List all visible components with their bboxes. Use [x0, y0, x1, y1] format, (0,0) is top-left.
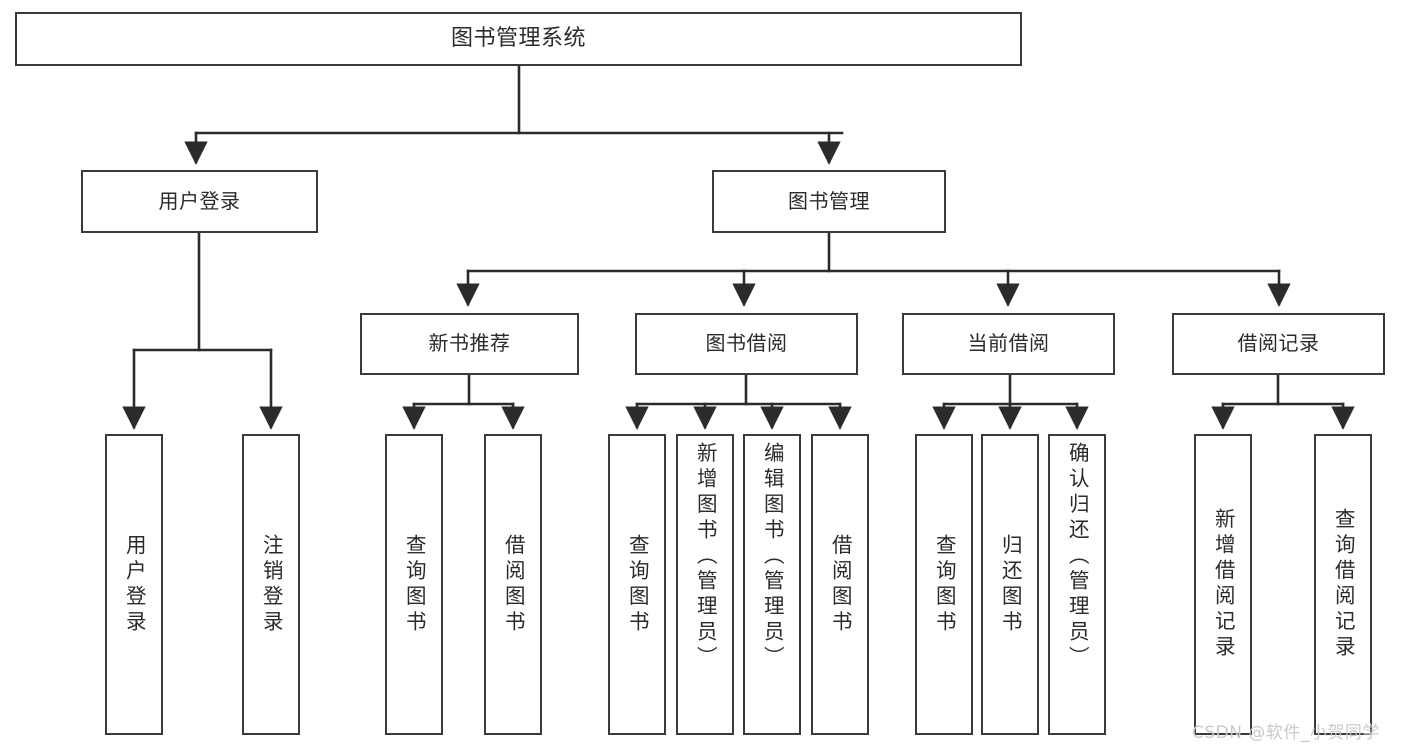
node-label: 编辑图书（管理员）: [760, 442, 785, 672]
node-label: 查询借阅记录: [1331, 508, 1356, 661]
node-current-borrow[interactable]: 当前借阅: [902, 313, 1115, 375]
node-label: 新增图书（管理员）: [693, 442, 718, 672]
leaf-edit-book-admin[interactable]: 编辑图书（管理员）: [743, 434, 801, 735]
node-label: 用户登录: [122, 533, 147, 636]
leaf-query-borrow-record[interactable]: 查询借阅记录: [1314, 434, 1372, 735]
node-user-login[interactable]: 用户登录: [81, 170, 318, 233]
node-label: 确认归还（管理员）: [1065, 442, 1090, 672]
node-borrow-record[interactable]: 借阅记录: [1172, 313, 1385, 375]
node-new-book-recommend[interactable]: 新书推荐: [360, 313, 579, 375]
leaf-borrow-book-borrow[interactable]: 借阅图书: [811, 434, 869, 735]
leaf-query-book-new-recommend[interactable]: 查询图书: [385, 434, 443, 735]
leaf-add-borrow-record[interactable]: 新增借阅记录: [1194, 434, 1252, 735]
leaf-add-book-admin[interactable]: 新增图书（管理员）: [676, 434, 734, 735]
node-label: 当前借阅: [967, 331, 1050, 356]
node-label: 图书管理系统: [450, 26, 586, 52]
node-book-borrow[interactable]: 图书借阅: [635, 313, 858, 375]
node-label: 新增借阅记录: [1211, 508, 1236, 661]
leaf-user-login[interactable]: 用户登录: [105, 434, 163, 735]
node-label: 查询图书: [402, 533, 427, 636]
leaf-query-book-borrow[interactable]: 查询图书: [608, 434, 666, 735]
node-label: 借阅记录: [1237, 331, 1320, 356]
leaf-return-book[interactable]: 归还图书: [981, 434, 1039, 735]
leaf-borrow-book-new-recommend[interactable]: 借阅图书: [484, 434, 542, 735]
node-book-management[interactable]: 图书管理: [712, 170, 946, 233]
leaf-query-book-current[interactable]: 查询图书: [915, 434, 973, 735]
node-label: 查询图书: [625, 533, 650, 636]
node-root-book-management-system[interactable]: 图书管理系统: [15, 12, 1022, 66]
leaf-logout-login[interactable]: 注销登录: [242, 434, 300, 735]
node-label: 借阅图书: [828, 533, 853, 636]
leaf-confirm-return-admin[interactable]: 确认归还（管理员）: [1048, 434, 1106, 735]
node-label: 新书推荐: [428, 331, 511, 356]
node-label: 图书管理: [788, 188, 870, 213]
node-label: 用户登录: [158, 188, 241, 213]
node-label: 图书借阅: [705, 331, 788, 356]
node-label: 查询图书: [932, 533, 957, 636]
node-label: 归还图书: [998, 533, 1023, 636]
node-label: 借阅图书: [501, 533, 526, 636]
node-label: 注销登录: [259, 533, 284, 636]
